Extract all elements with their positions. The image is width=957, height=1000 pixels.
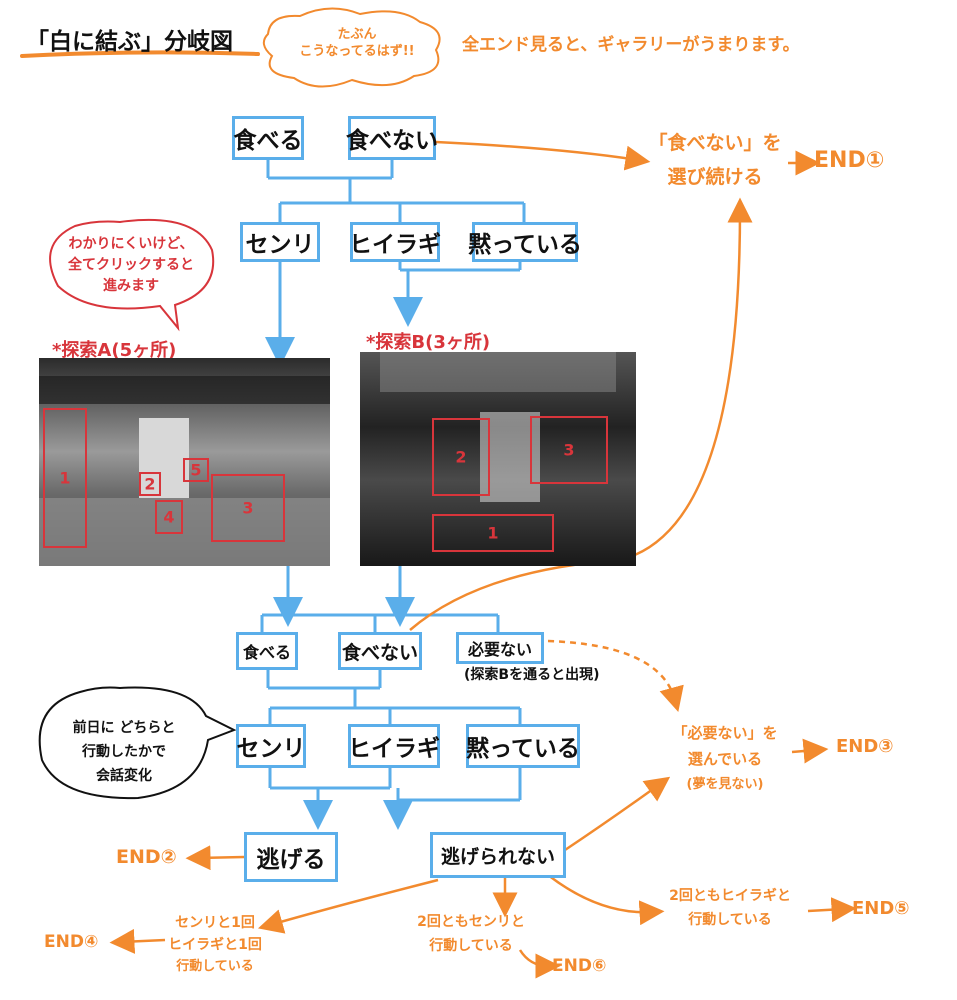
explore-a-spot-5[interactable]: 5: [183, 458, 209, 482]
explore-a-spot-3-number: 3: [242, 498, 254, 518]
unneeded-note: (探索Bを通ると出現): [464, 667, 600, 683]
arrow-no-escape-to-end3: [564, 776, 671, 852]
cloud-note: たぶん こうなってるはず!!: [282, 26, 432, 60]
prev-day-bubble-text: 前日に どちらと 行動したかで 会話変化: [44, 716, 204, 788]
click-bubble-line-3: 進みます: [103, 278, 159, 294]
end4-condition-line-1: センリと1回: [175, 915, 255, 931]
explore-a-spot-2[interactable]: 2: [139, 472, 161, 496]
arrow-end3-label: [791, 738, 829, 764]
arrow-loop-up: [409, 197, 753, 631]
choice-silent: 黙っている: [468, 222, 582, 262]
end4-condition: センリと1回 ヒイラギと1回 行動している: [150, 912, 280, 978]
title-underline: [20, 50, 260, 58]
prev-day-bubble-shape: [38, 686, 237, 800]
explore-a-spot-1-number: 1: [59, 468, 71, 488]
arrow-to-end5-cond: [547, 874, 665, 926]
end3-label: END③: [836, 736, 894, 757]
explore-a-ceiling: [39, 376, 330, 404]
mid-choice-unneeded: 必要ない: [456, 632, 544, 664]
choice-escape: 逃げる: [244, 832, 338, 882]
end3-condition-line-1: 「必要ない」を: [672, 724, 778, 742]
end3-sub: (夢を見ない): [686, 777, 764, 792]
click-bubble-line-1: わかりにくいけど、: [68, 236, 194, 252]
mid-choice-eat: 食べる: [236, 632, 298, 670]
arrow-end5-label: [807, 897, 857, 923]
end1-condition-line-2: 選び続ける: [667, 166, 763, 188]
end2-label: END②: [116, 846, 177, 868]
prev-day-bubble-line-1: 前日に どちらと: [72, 720, 176, 736]
arrow-to-end3: [547, 639, 684, 713]
end6-label: END⑥: [552, 956, 607, 976]
end5-label: END⑤: [852, 898, 910, 919]
cloud-note-line-1: たぶん: [337, 27, 377, 42]
choice-senri: センリ: [240, 222, 320, 262]
cloud-shape: [262, 7, 441, 88]
end5-condition-line-1: 2回ともヒイラギと: [669, 888, 791, 904]
choice-not-eat: 食べない: [346, 116, 438, 160]
explore-a-spot-3[interactable]: 3: [211, 474, 285, 542]
mid-choice-silent: 黙っている: [466, 724, 580, 768]
prev-day-bubble-line-3: 会話変化: [96, 768, 152, 784]
end4-condition-line-2: ヒイラギと1回: [168, 937, 262, 953]
explore-b-spot-2[interactable]: 2: [432, 418, 490, 496]
explore-b-spot-1-number: 1: [487, 523, 499, 543]
explore-b-photo: 2 3 1: [360, 352, 636, 566]
mid-choice-senri: センリ: [236, 724, 306, 768]
prev-day-bubble-line-2: 行動したかで: [82, 744, 166, 760]
click-bubble-shape: [49, 218, 215, 332]
end6-condition-line-2: 行動している: [429, 938, 513, 954]
arrow-to-end2: [185, 845, 245, 871]
end4-label: END④: [44, 932, 99, 952]
end5-condition: 2回ともヒイラギと 行動している: [650, 884, 810, 932]
choice-no-escape: 逃げられない: [430, 832, 566, 878]
explore-b-spot-3-number: 3: [563, 440, 575, 460]
gallery-note: 全エンド見ると、ギャラリーがうまります。: [462, 35, 800, 55]
explore-a-spot-4-number: 4: [163, 507, 175, 527]
explore-a-spot-1[interactable]: 1: [43, 408, 87, 548]
mid-choice-hiiragi: ヒイラギ: [348, 724, 440, 768]
explore-b-spot-2-number: 2: [455, 447, 467, 467]
arrow-end6-label: [518, 949, 561, 979]
explore-b-spot-3[interactable]: 3: [530, 416, 608, 484]
end6-condition: 2回ともセンリと 行動している: [386, 910, 556, 958]
explore-a-label: *探索A(5ヶ所): [52, 340, 177, 361]
mid-choice-not-eat: 食べない: [338, 632, 422, 670]
explore-a-spot-4[interactable]: 4: [155, 500, 183, 534]
explore-a-spot-2-number: 2: [144, 474, 156, 494]
end6-condition-line-1: 2回ともセンリと: [417, 914, 525, 930]
arrow-end4-label: [109, 928, 166, 954]
choice-eat: 食べる: [232, 116, 304, 160]
choice-hiiragi: ヒイラギ: [349, 222, 441, 262]
arrow-to-end1: [435, 140, 651, 171]
click-bubble-text: わかりにくいけど、 全てクリックすると 進みます: [56, 234, 206, 297]
explore-b-spot-1[interactable]: 1: [432, 514, 554, 552]
end5-condition-line-2: 行動している: [688, 912, 772, 928]
end1-condition-line-1: 「食べない」を: [648, 132, 782, 154]
click-bubble-line-2: 全てクリックすると: [68, 257, 194, 273]
explore-b-wreck: [380, 352, 616, 392]
arrow-to-end4-cond: [257, 878, 439, 934]
end3-condition: 「必要ない」を 選んでいる (夢を見ない): [660, 720, 790, 798]
end3-condition-line-2: 選んでいる: [687, 750, 763, 768]
page-title: 「白に結ぶ」分岐図: [26, 29, 233, 55]
explore-a-floor: [39, 498, 330, 566]
end1-label: END①: [814, 148, 885, 173]
explore-a-photo: 1 2 3 4 5: [39, 358, 330, 566]
cloud-note-line-2: こうなってるはず!!: [299, 44, 415, 59]
end1-condition: 「食べない」を 選び続ける: [640, 126, 790, 194]
explore-a-window: [139, 418, 189, 498]
explore-b-label: *探索B(3ヶ所): [366, 332, 491, 353]
end4-condition-line-3: 行動している: [176, 959, 254, 974]
explore-a-spot-5-number: 5: [190, 460, 202, 480]
